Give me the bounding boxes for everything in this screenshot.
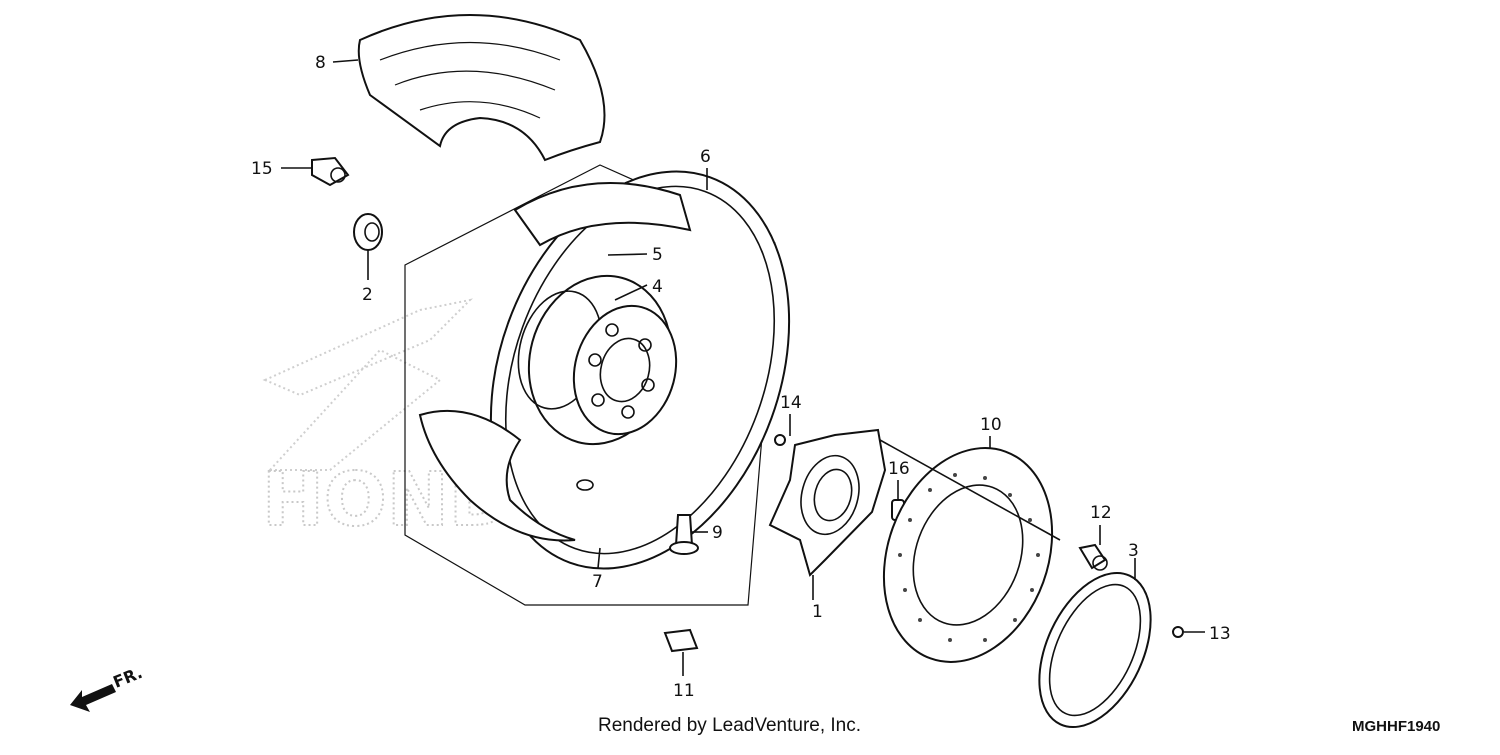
callout-2: 2	[362, 285, 373, 305]
callout-9: 9	[712, 523, 723, 543]
callout-5: 5	[652, 245, 663, 265]
assembly-outline	[404, 164, 776, 606]
part-11-weight	[663, 628, 699, 653]
callout-1: 1	[812, 602, 823, 622]
part-15-nut	[311, 156, 350, 187]
callout-11: 11	[673, 681, 695, 701]
part-3-pulser-ring	[1038, 571, 1152, 729]
callout-8: 8	[315, 53, 326, 73]
part-2-collar	[353, 213, 383, 251]
part-12-bolt	[1078, 543, 1108, 571]
callout-4: 4	[652, 277, 663, 297]
callout-14: 14	[780, 393, 802, 413]
front-direction-indicator: FR.	[70, 663, 145, 712]
leader-lines	[281, 59, 1205, 676]
render-credit: Rendered by LeadVenture, Inc.	[598, 715, 861, 736]
part-10-brake-disc	[882, 447, 1054, 663]
part-13-bolt	[1172, 626, 1184, 638]
part-1-driven-flange	[768, 428, 887, 577]
callout-15: 15	[251, 159, 273, 179]
wheel-rim	[418, 170, 791, 570]
part-9-valve	[669, 514, 699, 555]
diagram-code: MGHHF1940	[1352, 718, 1440, 735]
callout-12: 12	[1090, 503, 1112, 523]
callout-7: 7	[592, 572, 603, 592]
callout-3: 3	[1128, 541, 1139, 561]
front-label: FR.	[110, 663, 145, 692]
callout-13: 13	[1209, 624, 1231, 644]
front-arrow-icon	[70, 684, 116, 712]
tire-part	[357, 14, 606, 162]
callout-16: 16	[888, 459, 910, 479]
callout-6: 6	[700, 147, 711, 167]
callout-10: 10	[980, 415, 1002, 435]
callout-labels: 1 2 3 4 5 6 7 8 9 10 11 12 13 14 15 16	[251, 53, 1231, 701]
part-14-bolt	[774, 434, 786, 446]
